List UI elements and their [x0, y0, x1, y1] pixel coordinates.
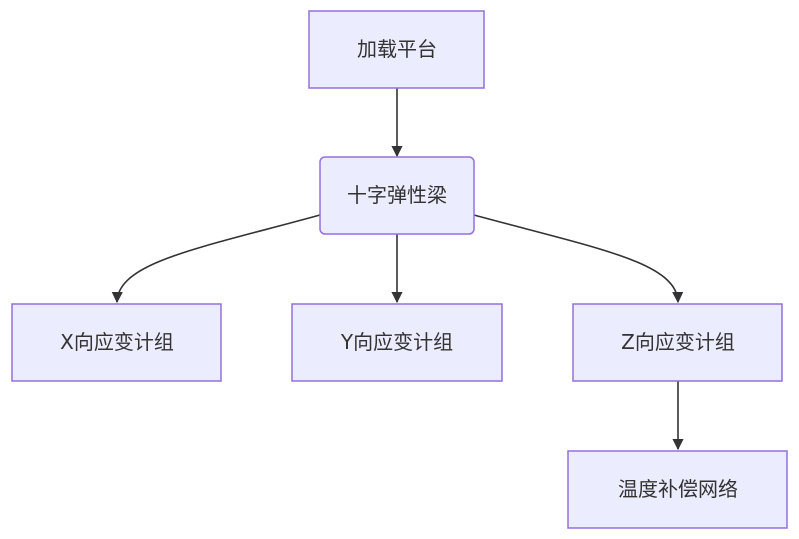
node-cross-elastic-beam: 十字弹性梁: [319, 156, 475, 235]
node-z-strain-gauge-group: Z向应变计组: [572, 303, 783, 382]
node-label: 十字弹性梁: [347, 183, 447, 207]
node-temperature-compensation-network: 温度补偿网络: [567, 450, 788, 529]
node-label: Z向应变计组: [621, 330, 735, 354]
edge-beam-to-x-group: [111, 214, 321, 304]
node-label: 温度补偿网络: [618, 477, 738, 501]
node-label: X向应变计组: [60, 330, 174, 354]
edge-line: [111, 214, 321, 304]
edge-beam-to-z-group: [473, 214, 684, 304]
node-label: Y向应变计组: [340, 330, 453, 354]
node-x-strain-gauge-group: X向应变计组: [11, 303, 222, 382]
node-loading-platform: 加载平台: [308, 10, 485, 89]
node-label: 加载平台: [357, 37, 437, 61]
edge-line: [473, 214, 684, 304]
node-y-strain-gauge-group: Y向应变计组: [291, 303, 503, 382]
